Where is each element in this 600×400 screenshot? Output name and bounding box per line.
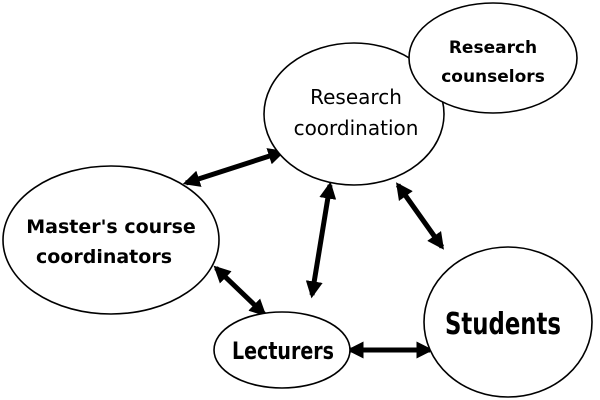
node-label: Research xyxy=(449,38,537,58)
arrow-masters-research xyxy=(182,148,286,187)
node-label: Research xyxy=(310,85,402,109)
node-lecturers: Lecturers xyxy=(213,311,351,389)
node-label: Master's course xyxy=(26,216,196,238)
node-research-coordination: Research coordination xyxy=(263,42,445,186)
arrow-research-lecturers xyxy=(305,181,337,299)
node-label: Lecturers xyxy=(232,337,334,365)
node-label: counselors xyxy=(441,67,545,87)
node-masters-course-coordinators: Master's course coordinators xyxy=(2,165,220,315)
node-label: coordinators xyxy=(36,246,172,268)
arrow-masters-lecturers xyxy=(213,265,267,317)
node-label: Students xyxy=(445,307,561,342)
arrow-research-students xyxy=(395,182,445,250)
node-label: coordination xyxy=(294,116,419,140)
connection-arrows xyxy=(182,148,445,359)
node-students: Students xyxy=(423,246,593,398)
node-research-counselors: Research counselors xyxy=(408,2,578,114)
